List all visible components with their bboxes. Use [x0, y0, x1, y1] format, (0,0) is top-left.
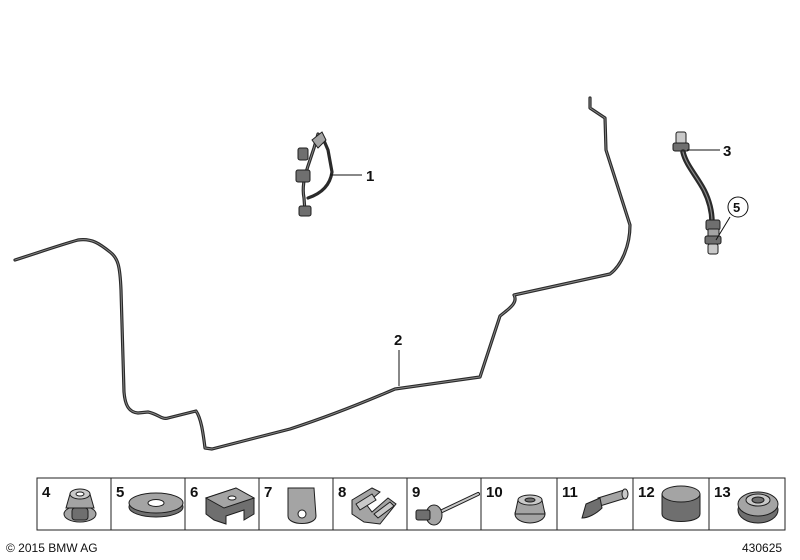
- double-pipe-clip-icon: [351, 487, 397, 525]
- callout-3: 3: [723, 143, 731, 160]
- callout-5: 5: [733, 200, 740, 215]
- callout-5-circle: [727, 196, 749, 218]
- legend-number-13: 13: [714, 484, 731, 501]
- grommet-icon: [737, 491, 779, 524]
- legend-number-11: 11: [562, 484, 578, 501]
- copyright-text: © 2015 BMW AG: [6, 541, 98, 555]
- leader-lines: [330, 149, 731, 386]
- legend-number-7: 7: [264, 484, 272, 501]
- cap-icon: [661, 485, 701, 522]
- image-number: 430625: [742, 541, 782, 555]
- legend-number-4: 4: [42, 484, 51, 501]
- legend-number-5: 5: [116, 484, 124, 501]
- parts-legend: 4 5 6 7 8 9 10 11 12 13: [36, 477, 786, 531]
- pipe-holder-icon: [204, 487, 256, 525]
- blind-rivet-icon: [415, 492, 480, 526]
- legend-number-6: 6: [190, 484, 198, 501]
- legend-number-8: 8: [338, 484, 346, 501]
- pipe-holder-part-1[interactable]: [295, 131, 334, 217]
- brake-pipe-part-2[interactable]: [13, 96, 632, 451]
- callout-2: 2: [394, 332, 402, 349]
- legend-cell-9[interactable]: [406, 477, 482, 531]
- callout-1: 1: [366, 168, 374, 185]
- flat-washer-icon: [128, 492, 184, 518]
- plug-icon: [514, 494, 546, 524]
- brake-hose-part-3[interactable]: [672, 131, 722, 255]
- clip-icon: [287, 487, 317, 524]
- legend-number-10: 10: [486, 484, 503, 501]
- grommet-plug-icon: [63, 488, 97, 523]
- screw-icon: [581, 488, 629, 519]
- legend-number-12: 12: [638, 484, 655, 501]
- legend-number-9: 9: [412, 484, 420, 501]
